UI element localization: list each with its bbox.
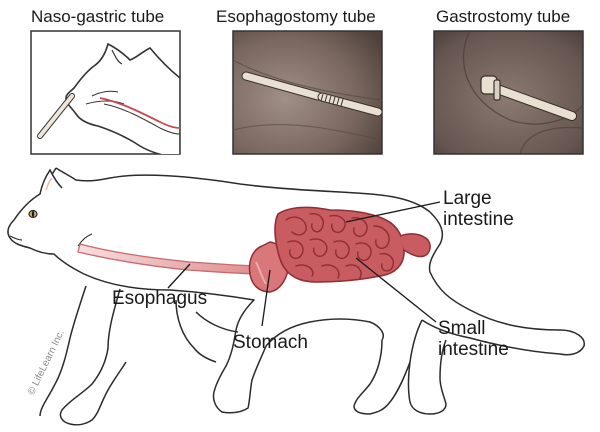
label-small-intestine-line2: intestine xyxy=(438,339,509,360)
cat-mouth xyxy=(9,235,23,241)
label-large-intestine-line1: Large xyxy=(443,188,492,209)
esophagostomy-tube xyxy=(241,71,382,117)
cat-eye xyxy=(28,209,38,219)
label-small-intestine-line1: Small xyxy=(438,318,486,339)
leader-small-intestine xyxy=(355,257,437,323)
leader-stomach xyxy=(261,269,271,327)
cat-ear xyxy=(39,168,63,195)
panel-title-esophagostomy: Esophagostomy tube xyxy=(216,7,376,26)
leader-esophagus xyxy=(167,263,191,289)
panel-gastrostomy xyxy=(433,30,584,155)
panel-naso-gastric xyxy=(30,30,181,155)
label-stomach: Stomach xyxy=(233,332,308,353)
esophagus xyxy=(77,243,263,275)
leader-large-intestine xyxy=(345,201,441,223)
label-esophagus: Esophagus xyxy=(112,288,208,309)
gastrostomy-tube xyxy=(480,75,577,121)
label-large-intestine-line2: intestine xyxy=(443,209,514,230)
panel-title-gastrostomy: Gastrostomy tube xyxy=(436,7,571,26)
panel-title-naso-gastric: Naso-gastric tube xyxy=(31,7,165,26)
leader-lines xyxy=(167,201,441,327)
cat-head-illustration xyxy=(37,42,180,154)
cat-chest-line xyxy=(77,233,93,247)
intestines xyxy=(274,206,431,283)
cat-body-outline xyxy=(7,167,585,426)
panel-esophagostomy xyxy=(232,30,383,155)
